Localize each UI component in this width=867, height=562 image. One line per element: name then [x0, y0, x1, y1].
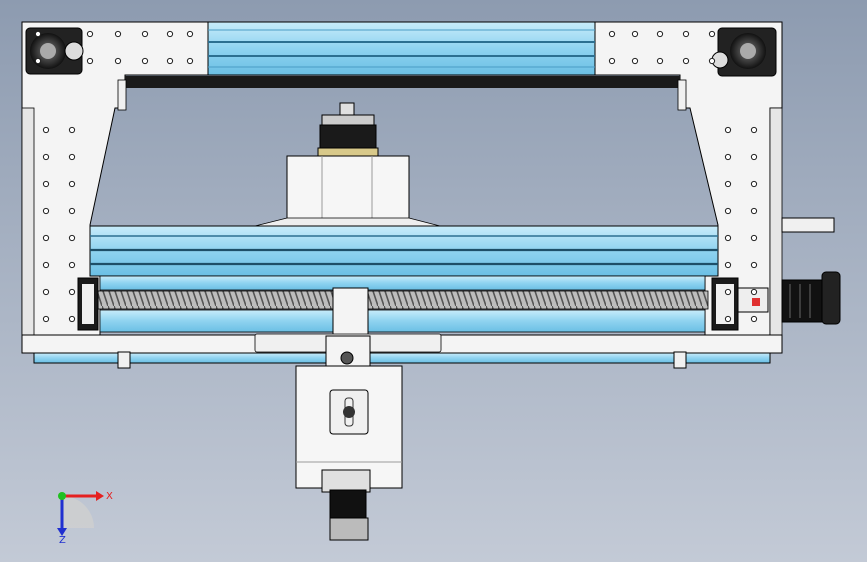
- x-axis-arrowhead: [96, 491, 104, 501]
- mounting-hole: [186, 57, 194, 65]
- x-axis-label: X: [106, 491, 113, 502]
- mounting-hole: [750, 207, 758, 215]
- mounting-hole: [166, 30, 174, 38]
- mounting-hole: [114, 30, 122, 38]
- mounting-hole: [42, 126, 50, 134]
- mounting-hole: [34, 57, 42, 65]
- handle-bar: [781, 217, 835, 233]
- left-stepper-motor-icon: [25, 27, 84, 75]
- top-rail: [125, 21, 680, 88]
- gantry-rail: [89, 225, 719, 333]
- x-drive-motor-icon: [781, 271, 841, 325]
- mounting-hole: [631, 30, 639, 38]
- mounting-hole: [656, 30, 664, 38]
- mounting-hole: [166, 57, 174, 65]
- mounting-hole: [42, 207, 50, 215]
- mounting-hole: [750, 315, 758, 323]
- mounting-hole: [750, 126, 758, 134]
- mounting-hole: [724, 180, 732, 188]
- mounting-hole: [68, 261, 76, 269]
- mounting-hole: [114, 57, 122, 65]
- mounting-hole: [68, 234, 76, 242]
- mounting-hole: [724, 234, 732, 242]
- mounting-hole: [608, 57, 616, 65]
- mounting-hole: [42, 261, 50, 269]
- mounting-hole: [750, 261, 758, 269]
- ball-screw: [97, 290, 709, 310]
- mounting-hole: [724, 315, 732, 323]
- spindle-motor: [317, 102, 379, 157]
- mounting-hole: [724, 207, 732, 215]
- mounting-hole: [682, 30, 690, 38]
- z-motor-icon: [321, 469, 371, 541]
- mounting-hole: [656, 57, 664, 65]
- mounting-hole: [68, 180, 76, 188]
- view-triad[interactable]: X Z: [57, 491, 113, 546]
- mounting-hole: [708, 57, 716, 65]
- right-side-plate: [594, 21, 783, 336]
- y-axis-dot: [58, 492, 66, 500]
- mounting-hole: [750, 180, 758, 188]
- z-carriage: [295, 365, 403, 489]
- mounting-holes: [34, 30, 758, 323]
- mounting-hole: [186, 30, 194, 38]
- mounting-hole: [724, 153, 732, 161]
- mounting-hole: [750, 153, 758, 161]
- z-axis-arrowhead: [57, 528, 67, 536]
- mounting-hole: [631, 57, 639, 65]
- mounting-hole: [42, 288, 50, 296]
- mounting-hole: [42, 153, 50, 161]
- mounting-hole: [724, 288, 732, 296]
- mounting-hole: [68, 207, 76, 215]
- mounting-hole: [34, 30, 42, 38]
- mounting-hole: [682, 57, 690, 65]
- mounting-hole: [141, 57, 149, 65]
- mounting-hole: [68, 153, 76, 161]
- z-axis-label: Z: [59, 535, 66, 546]
- mounting-hole: [750, 288, 758, 296]
- mounting-hole: [42, 180, 50, 188]
- mounting-hole: [68, 315, 76, 323]
- right-stepper-motor-icon: [711, 27, 777, 77]
- spindle-carriage: [254, 155, 441, 227]
- mounting-hole: [608, 30, 616, 38]
- screw-end-blocks: [77, 277, 769, 331]
- mounting-hole: [42, 234, 50, 242]
- mounting-hole: [708, 30, 716, 38]
- mounting-hole: [42, 315, 50, 323]
- screw-nut: [332, 287, 369, 337]
- mounting-hole: [86, 57, 94, 65]
- mounting-hole: [86, 30, 94, 38]
- triad-backdrop: [62, 496, 94, 528]
- mounting-hole: [750, 234, 758, 242]
- bottom-frame: [21, 333, 783, 369]
- mounting-hole: [68, 126, 76, 134]
- mounting-hole: [724, 126, 732, 134]
- mounting-hole: [724, 261, 732, 269]
- mounting-hole: [141, 30, 149, 38]
- mounting-hole: [68, 288, 76, 296]
